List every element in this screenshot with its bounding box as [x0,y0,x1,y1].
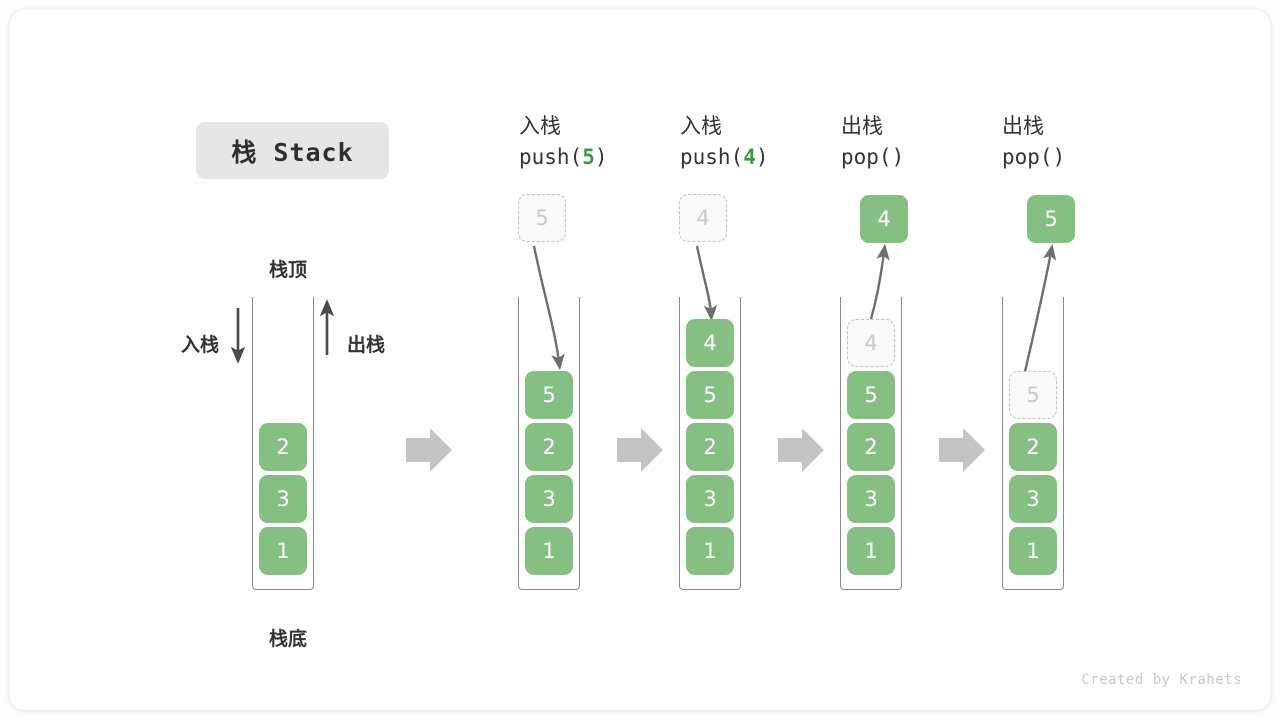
code-suffix: ) [594,145,608,169]
stack-node-vacated: 4 [847,319,895,367]
stack-node: 1 [525,527,573,575]
step-arrow-2 [617,428,663,472]
stack-node: 2 [259,423,307,471]
diagram-card: 栈 Stack 栈顶 栈底 入栈 出栈 2 3 1 入栈 push(5) 5 5… [10,10,1270,710]
floating-node-push-4: 4 [679,194,727,242]
stack-top-label: 栈顶 [269,259,308,281]
stage-caption-cn: 入栈 [680,114,722,138]
stack-node: 2 [1009,423,1057,471]
stack-node: 5 [525,371,573,419]
stack-node: 3 [686,475,734,523]
stack-node: 1 [686,527,734,575]
stage-caption-code: pop() [1002,141,1172,173]
stack-node: 3 [1009,475,1057,523]
page-title: 栈 Stack [196,122,389,179]
stack-node: 3 [525,475,573,523]
step-arrow-3 [778,428,824,472]
stack-frame-push-4 [679,297,741,590]
code-suffix: ) [755,145,769,169]
code-suffix: ) [891,145,905,169]
stack-frame-initial [252,297,314,590]
stage-caption-pop-2: 出栈 pop() [1002,111,1172,173]
stage-caption-push-4: 入栈 push(4) [680,111,850,173]
stack-bottom-label: 栈底 [269,628,308,650]
stage-caption-push-5: 入栈 push(5) [519,111,689,173]
stack-node: 2 [686,423,734,471]
stage-caption-code: pop() [841,141,1011,173]
step-arrow-4 [939,428,985,472]
stack-node: 2 [847,423,895,471]
stage-caption-pop-1: 出栈 pop() [841,111,1011,173]
step-arrow-1 [406,428,452,472]
code-arg: 4 [743,145,756,169]
stack-node: 5 [847,371,895,419]
stack-node: 3 [847,475,895,523]
stack-node: 1 [259,527,307,575]
push-label: 入栈 [181,334,220,356]
stage-caption-cn: 出栈 [841,114,883,138]
code-suffix: ) [1052,145,1066,169]
stage-caption-cn: 入栈 [519,114,561,138]
stack-node: 2 [525,423,573,471]
code-prefix: push( [519,145,583,169]
stack-frame-pop-2 [1002,297,1064,590]
stage-caption-code: push(4) [680,141,850,173]
code-prefix: push( [680,145,744,169]
stack-node: 1 [847,527,895,575]
stack-node: 5 [686,371,734,419]
code-prefix: pop( [1002,145,1053,169]
stack-frame-pop-1 [840,297,902,590]
stage-caption-code: push(5) [519,141,689,173]
code-prefix: pop( [841,145,892,169]
stack-node-vacated: 5 [1009,371,1057,419]
stack-frame-push-5 [518,297,580,590]
floating-node-pop-5: 5 [1027,195,1075,243]
stack-node: 3 [259,475,307,523]
stack-node: 1 [1009,527,1057,575]
floating-node-push-5: 5 [518,194,566,242]
stack-node: 4 [686,319,734,367]
stage-caption-cn: 出栈 [1002,114,1044,138]
code-arg: 5 [582,145,595,169]
credit-text: Created by Krahets [1081,672,1242,688]
pop-label: 出栈 [347,334,386,356]
floating-node-pop-4: 4 [860,195,908,243]
